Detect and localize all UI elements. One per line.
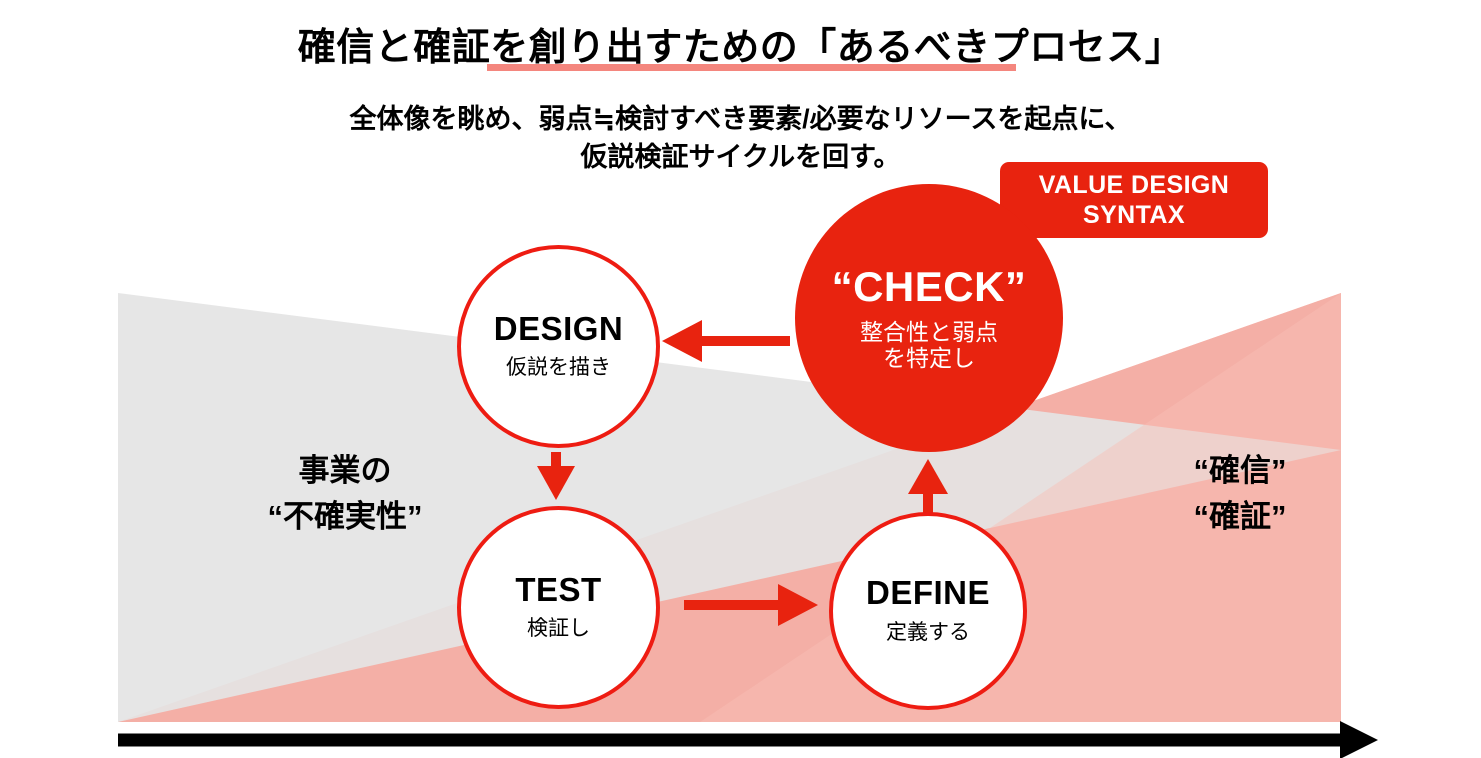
node-check-title: “CHECK”: [831, 262, 1027, 310]
node-test[interactable]: TEST 検証し: [457, 506, 660, 709]
node-check-subtitle-line-1: 整合性と弱点: [860, 319, 998, 346]
gray-triangle: [118, 293, 1341, 722]
page-subtitle: 全体像を眺め、弱点≒検討すべき要素/必要なリソースを起点に、 仮説検証サイクルを…: [0, 100, 1481, 176]
node-define[interactable]: DEFINE 定義する: [829, 512, 1027, 710]
node-design-subtitle-line-1: 仮説を描き: [506, 356, 611, 380]
subtitle-line-2: 仮説検証サイクルを回す。: [580, 142, 901, 172]
node-define-subtitle: 定義する: [886, 620, 970, 646]
node-check[interactable]: “CHECK” 整合性と弱点 を特定し: [795, 184, 1063, 452]
title-underline: [487, 64, 1016, 71]
callout-line-1: VALUE DESIGN: [1038, 171, 1230, 199]
left-axis-label-line-2: “不確実性”: [267, 499, 423, 534]
value-design-syntax-callout[interactable]: VALUE DESIGN SYNTAX: [1000, 162, 1268, 238]
right-axis-label-line-1: “確信”: [1193, 453, 1287, 488]
left-axis-label-line-1: 事業の: [298, 453, 392, 488]
node-design-title: DESIGN: [493, 309, 624, 347]
node-design[interactable]: DESIGN 仮説を描き: [457, 245, 660, 448]
right-axis-label-line-2: “確証”: [1193, 499, 1287, 534]
node-test-title: TEST: [515, 570, 602, 608]
callout-line-2: SYNTAX: [1083, 201, 1185, 229]
page-title: 確信と確証を創り出すための「あるべきプロセス」: [297, 27, 1184, 69]
left-axis-label: 事業の “不確実性”: [200, 448, 490, 540]
node-design-subtitle: 仮説を描き: [506, 355, 611, 381]
node-define-title: DEFINE: [865, 574, 990, 612]
subtitle-line-1: 全体像を眺め、弱点≒検討すべき要素/必要なリソースを起点に、: [349, 104, 1132, 134]
node-test-subtitle-line-1: 検証し: [527, 617, 590, 641]
node-check-subtitle: 整合性と弱点 を特定し: [860, 319, 998, 371]
node-test-subtitle: 検証し: [527, 616, 590, 642]
right-axis-label: “確信” “確証”: [1095, 448, 1385, 540]
node-check-subtitle-line-2: を特定し: [883, 345, 975, 372]
node-define-subtitle-line-1: 定義する: [886, 620, 970, 644]
